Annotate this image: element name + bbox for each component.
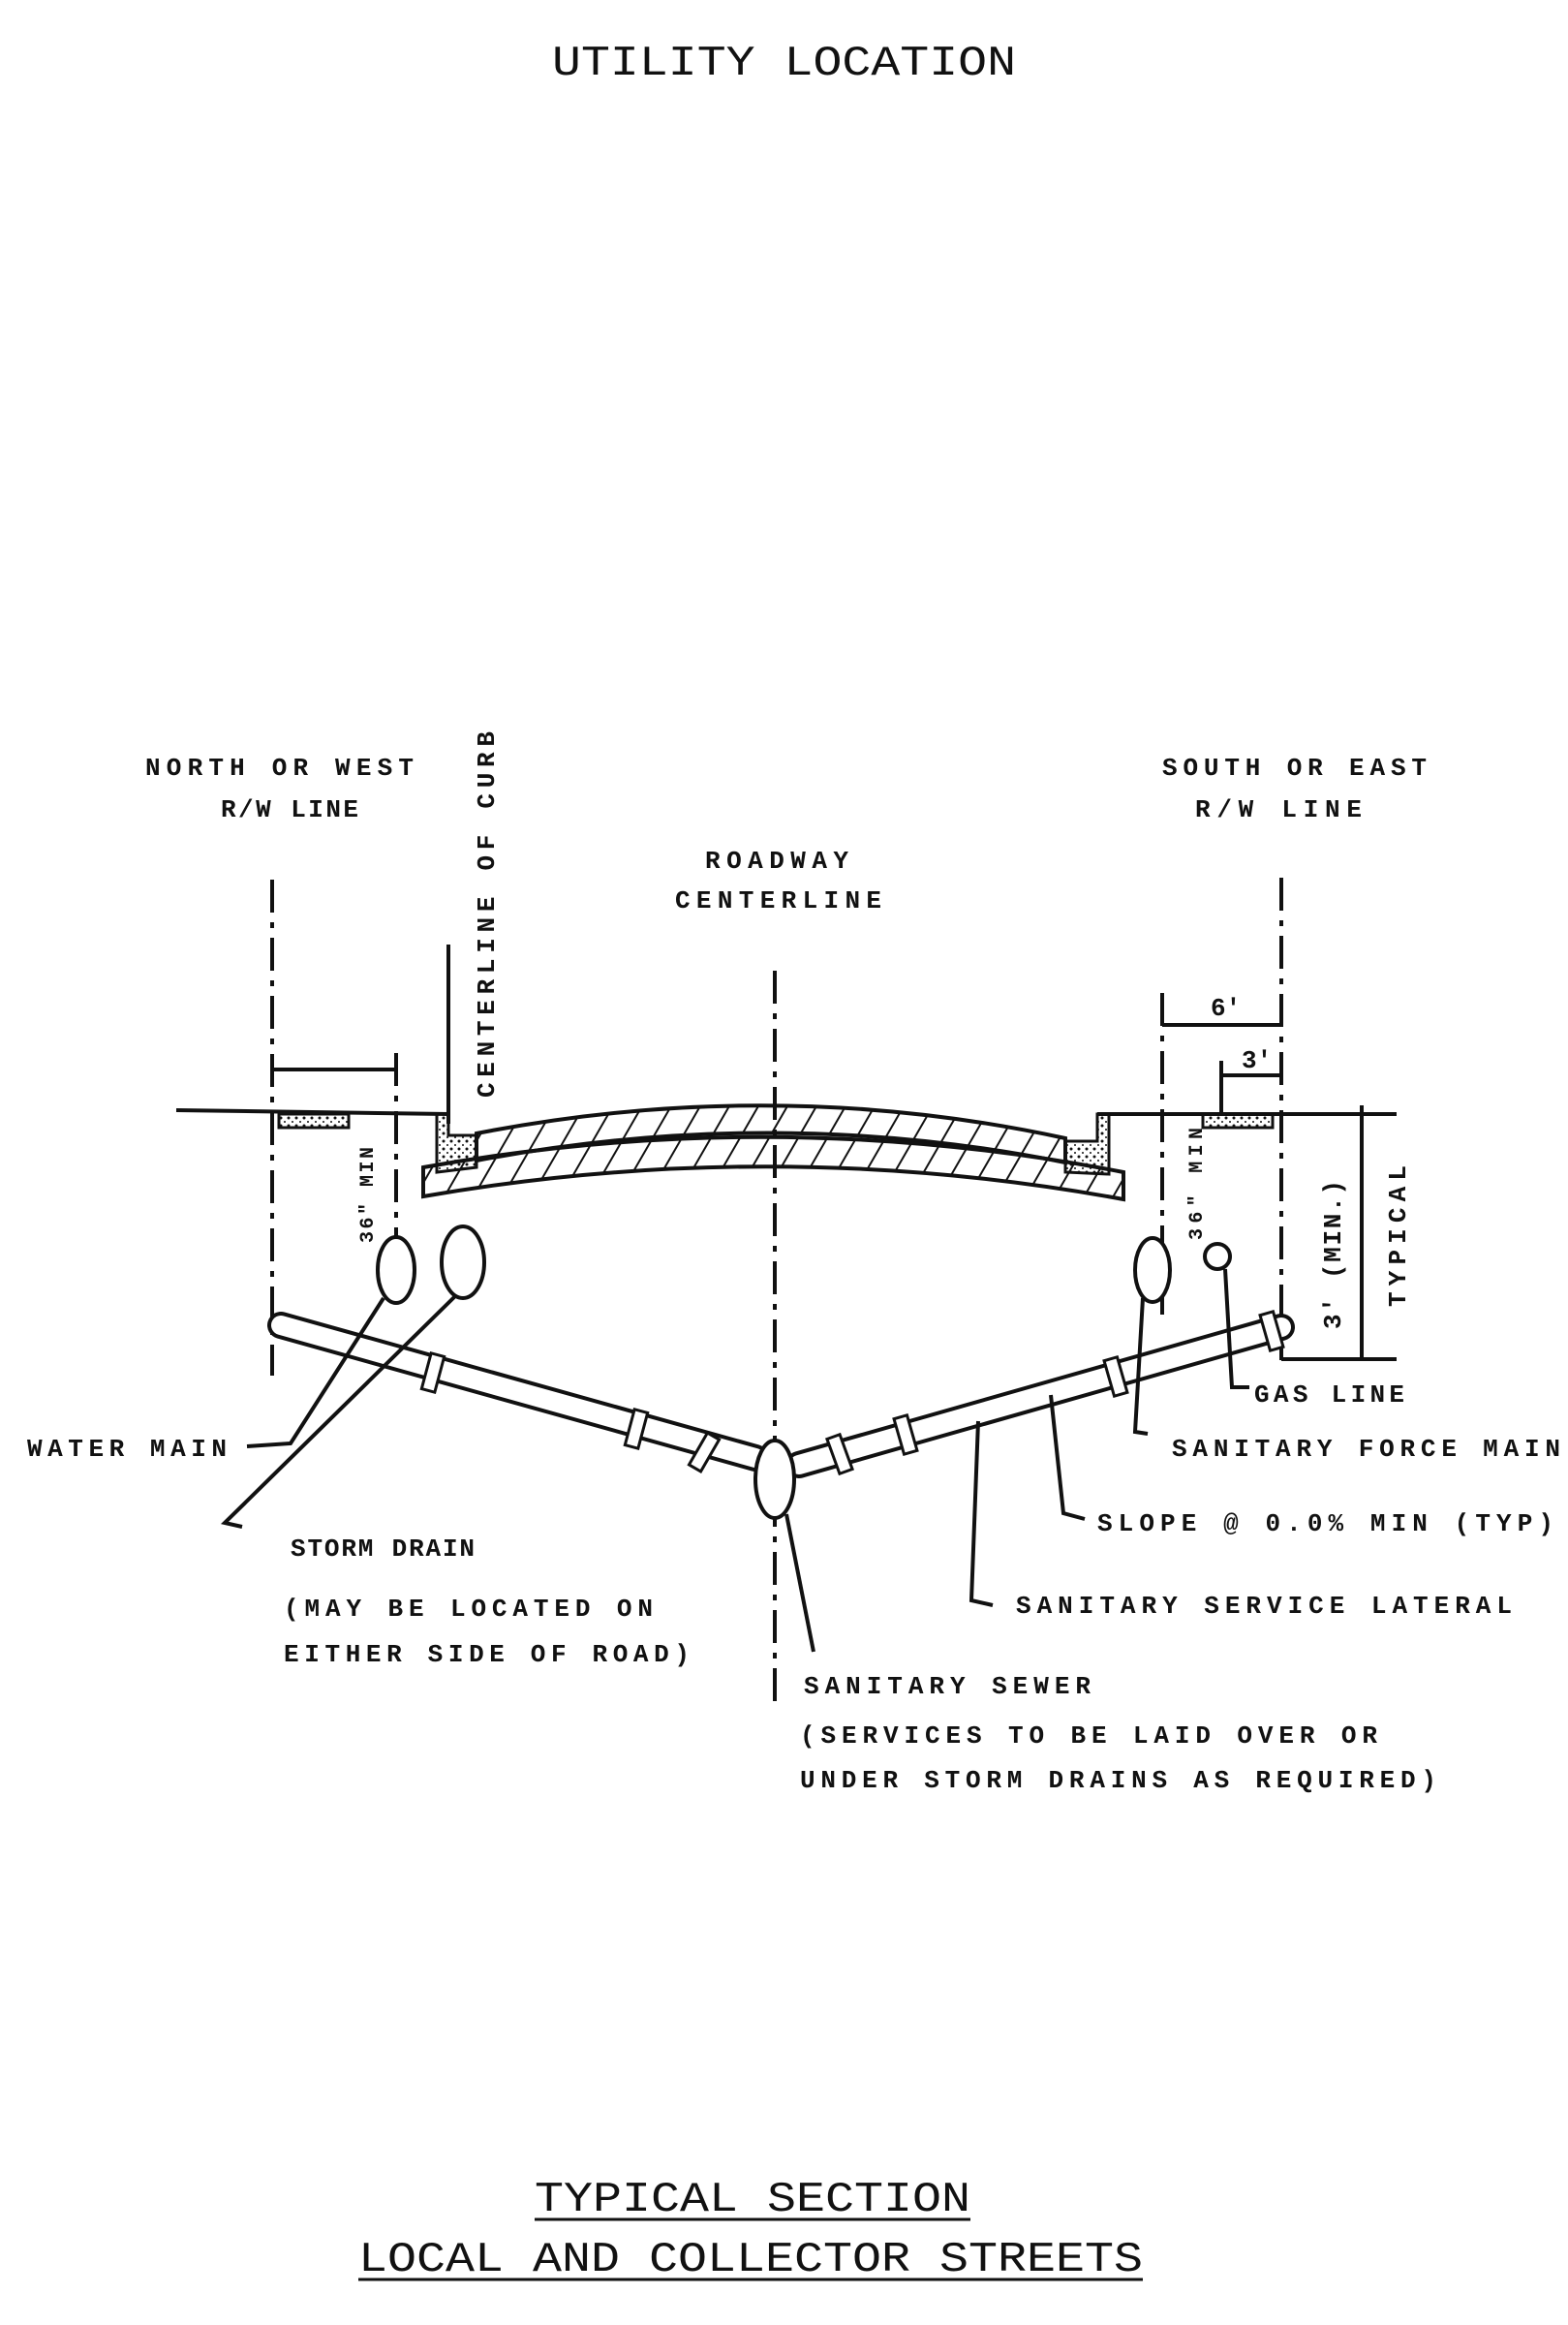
footer-title-1: TYPICAL SECTION [535, 2176, 970, 2224]
sanitary-sewer-leader [784, 1513, 815, 1653]
force-main-label: SANITARY FORCE MAIN [1172, 1435, 1560, 1464]
south-east-label: SOUTH OR EAST [1162, 754, 1427, 783]
slope-leader [1049, 1394, 1086, 1521]
storm-drain-label: STORM DRAIN [291, 1534, 475, 1564]
storm-drain-note-2: EITHER SIDE OF ROAD) [284, 1640, 690, 1669]
typical-label: TYPICAL [1384, 1165, 1413, 1307]
force-main-leader [1132, 1297, 1149, 1436]
gas-line-label: GAS LINE [1254, 1380, 1404, 1410]
slope-label: SLOPE @ 0.0% MIN (TYP) [1097, 1509, 1553, 1538]
roadway-centerline-label: CENTERLINE [675, 886, 881, 915]
north-west-label: NORTH OR WEST [145, 754, 414, 783]
storm-drain-note-1: (MAY BE LOCATED ON [284, 1595, 653, 1624]
service-lateral-leader [968, 1420, 994, 1607]
sanitary-sewer-label: SANITARY SEWER [804, 1672, 1091, 1701]
sanitary-force-main-pipe [1133, 1236, 1172, 1304]
sanitary-service-lateral-right [785, 1309, 1295, 1478]
footer-title-2: LOCAL AND COLLECTOR STREETS [358, 2236, 1143, 2284]
dim-3ft-label: 3' [1242, 1046, 1272, 1075]
roadway-label: ROADWAY [705, 847, 848, 876]
ground-line-left [175, 1108, 449, 1116]
dim-6ft-label: 6' [1211, 994, 1241, 1023]
left-min-cover-label: 36" MIN [357, 1147, 380, 1243]
south-east-rw-label: R/W LINE [1195, 795, 1362, 824]
min-depth-label: 3' (MIN.) [1319, 1180, 1348, 1329]
gas-line-leader [1223, 1268, 1249, 1389]
gas-line-pipe [1203, 1242, 1232, 1271]
pavement-base [421, 1134, 1125, 1202]
curb-centerline-label: CENTERLINE OF CURB [473, 731, 502, 1098]
north-west-rw-label: R/W LINE [221, 795, 358, 824]
sanitary-sewer-pipe [753, 1439, 796, 1520]
sanitary-sewer-note-1: (SERVICES TO BE LAID OVER OR [800, 1721, 1377, 1751]
water-main-pipe [376, 1235, 416, 1305]
storm-drain-leader [220, 1294, 457, 1529]
page-title: UTILITY LOCATION [552, 40, 1016, 88]
water-main-label: WATER MAIN [27, 1435, 227, 1464]
sidewalk-left [277, 1112, 351, 1130]
sanitary-sewer-note-2: UNDER STORM DRAINS AS REQUIRED) [800, 1766, 1436, 1795]
right-min-cover-label: 36" MIN [1186, 1128, 1209, 1240]
storm-drain-pipe [440, 1224, 486, 1300]
water-main-leader [246, 1296, 385, 1448]
service-lateral-label: SANITARY SERVICE LATERAL [1016, 1592, 1512, 1621]
sidewalk-right [1201, 1112, 1275, 1130]
sanitary-service-lateral-left [267, 1312, 769, 1474]
